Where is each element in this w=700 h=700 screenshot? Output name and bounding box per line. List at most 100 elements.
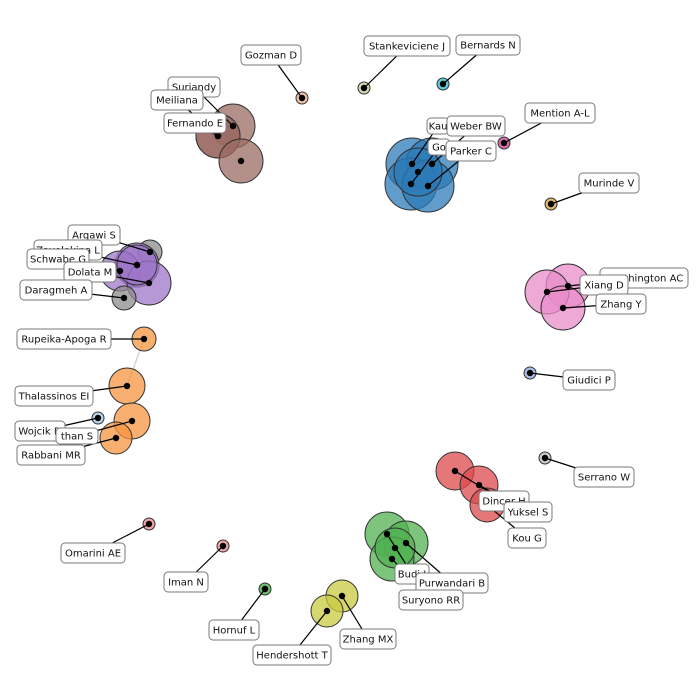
label-thalassinos: Thalassinos EI xyxy=(14,385,94,407)
label-box-iman xyxy=(163,571,209,593)
label-text-weber: Weber BW xyxy=(450,122,502,133)
label-text-rabbani: Rabbani MR xyxy=(21,451,81,462)
node-center-arqawi xyxy=(146,248,154,256)
node-center-rupeika xyxy=(140,335,148,343)
label-text-hornuf: Hornuf L xyxy=(213,626,256,637)
label-box-parker xyxy=(445,140,497,162)
node-center-daragmeh xyxy=(120,294,128,302)
node-center-xiang xyxy=(543,288,551,296)
label-box-murinde xyxy=(578,172,640,194)
node-center-fernando xyxy=(214,132,222,140)
label-text-gozman: Gozman D xyxy=(245,51,298,62)
label-text-kauffman: Kau xyxy=(429,122,448,133)
node-center-kauffman xyxy=(408,160,416,168)
label-box-stankeviciene xyxy=(363,35,451,57)
label-text-xiang: Xiang D xyxy=(584,281,624,292)
label-kou: Kou G xyxy=(507,527,547,549)
label-xiang: Xiang D xyxy=(579,274,629,296)
label-text-zhang_y: Zhang Y xyxy=(600,300,642,311)
node-center-thalassinos xyxy=(123,382,131,390)
node-center-omarini xyxy=(145,520,153,528)
label-serrano: Serrano W xyxy=(573,466,635,488)
node-center-stankeviciene xyxy=(360,84,368,92)
label-box-daragmeh xyxy=(19,279,93,301)
label-text-parker: Parker C xyxy=(450,147,492,158)
label-murinde: Murinde V xyxy=(578,172,640,194)
node-center-green4 xyxy=(391,544,399,552)
label-stankeviciene: Stankeviciene J xyxy=(363,35,451,57)
label-box-meiliana xyxy=(150,89,204,111)
label-text-worthington: Worthington AC xyxy=(605,274,683,285)
label-text-hendershott: Hendershott T xyxy=(256,651,328,662)
node-centers-layer xyxy=(94,80,572,615)
label-box-serrano xyxy=(573,466,635,488)
label-bernards: Bernards N xyxy=(455,34,521,56)
label-box-mention xyxy=(524,102,596,124)
label-dolata: Dolata M xyxy=(63,261,117,283)
node-center-dincer xyxy=(451,467,459,475)
node-center-yuksel xyxy=(475,481,483,489)
node-center-goo xyxy=(407,180,415,188)
node-center-parker xyxy=(424,182,432,190)
label-box-fernando xyxy=(163,112,227,134)
node-center-than xyxy=(128,417,136,425)
node-center-purple4 xyxy=(133,261,141,269)
label-box-than xyxy=(55,427,99,445)
label-box-kou xyxy=(507,527,547,549)
label-hendershott: Hendershott T xyxy=(252,644,332,666)
label-text-zhang_mx: Zhang MX xyxy=(343,635,394,646)
node-center-dolata xyxy=(145,279,153,287)
label-yuksel: Yuksel S xyxy=(503,501,553,523)
node-center-hendershott xyxy=(323,607,331,615)
label-box-yuksel xyxy=(503,501,553,523)
label-text-iman: Iman N xyxy=(168,578,204,589)
label-text-surjandy: Surjandy xyxy=(172,83,216,94)
node-center-zhang_mx xyxy=(338,592,346,600)
label-box-suryono xyxy=(398,589,464,611)
label-omarini: Omarini AE xyxy=(60,542,126,564)
label-text-fernando: Fernando E xyxy=(167,119,223,130)
label-iman: Iman N xyxy=(163,571,209,593)
label-text-schwabe: Schwabe G xyxy=(30,255,86,266)
label-daragmeh: Daragmeh A xyxy=(19,279,93,301)
node-center-giudici xyxy=(526,369,534,377)
label-text-giudici: Giudici P xyxy=(567,376,610,387)
label-text-serrano: Serrano W xyxy=(578,473,630,484)
label-mention: Mention A-L xyxy=(524,102,596,124)
node-center-blue5 xyxy=(414,168,422,176)
label-box-omarini xyxy=(60,542,126,564)
node-center-murinde xyxy=(547,200,555,208)
label-text-daragmeh: Daragmeh A xyxy=(25,286,88,297)
label-text-suryono: Suryono RR xyxy=(402,596,460,607)
label-box-bernards xyxy=(455,34,521,56)
label-text-dolata: Dolata M xyxy=(68,268,113,279)
label-text-dincer: Dincer H xyxy=(482,497,525,508)
label-than: than S xyxy=(55,427,99,445)
label-box-rabbani xyxy=(16,444,86,466)
label-box-rupeika xyxy=(16,328,112,350)
label-text-bernards: Bernards N xyxy=(460,41,516,52)
label-meiliana: Meiliana xyxy=(150,89,204,111)
label-rupeika: Rupeika-Apoga R xyxy=(16,328,112,350)
node-center-wojcik xyxy=(94,414,102,422)
node-center-zhang_y xyxy=(559,304,567,312)
label-text-murinde: Murinde V xyxy=(584,179,635,190)
node-center-suryono xyxy=(388,555,396,563)
label-text-stankeviciene: Stankeviciene J xyxy=(369,42,445,53)
label-gozman: Gozman D xyxy=(240,44,302,66)
label-kauffman: Kau xyxy=(426,117,450,135)
label-zhang_y: Zhang Y xyxy=(595,293,647,315)
label-box-hendershott xyxy=(252,644,332,666)
node-center-iman xyxy=(219,542,227,550)
label-box-hornuf xyxy=(208,619,260,641)
node-center-weber xyxy=(428,160,436,168)
label-parker: Parker C xyxy=(445,140,497,162)
node-center-bernards xyxy=(439,80,447,88)
node-center-rabbani xyxy=(112,434,120,442)
label-text-omarini: Omarini AE xyxy=(65,549,121,560)
label-weber: Weber BW xyxy=(446,115,506,137)
label-text-thalassinos: Thalassinos EI xyxy=(18,392,90,403)
label-fernando: Fernando E xyxy=(163,112,227,134)
node-center-mention xyxy=(500,139,508,147)
